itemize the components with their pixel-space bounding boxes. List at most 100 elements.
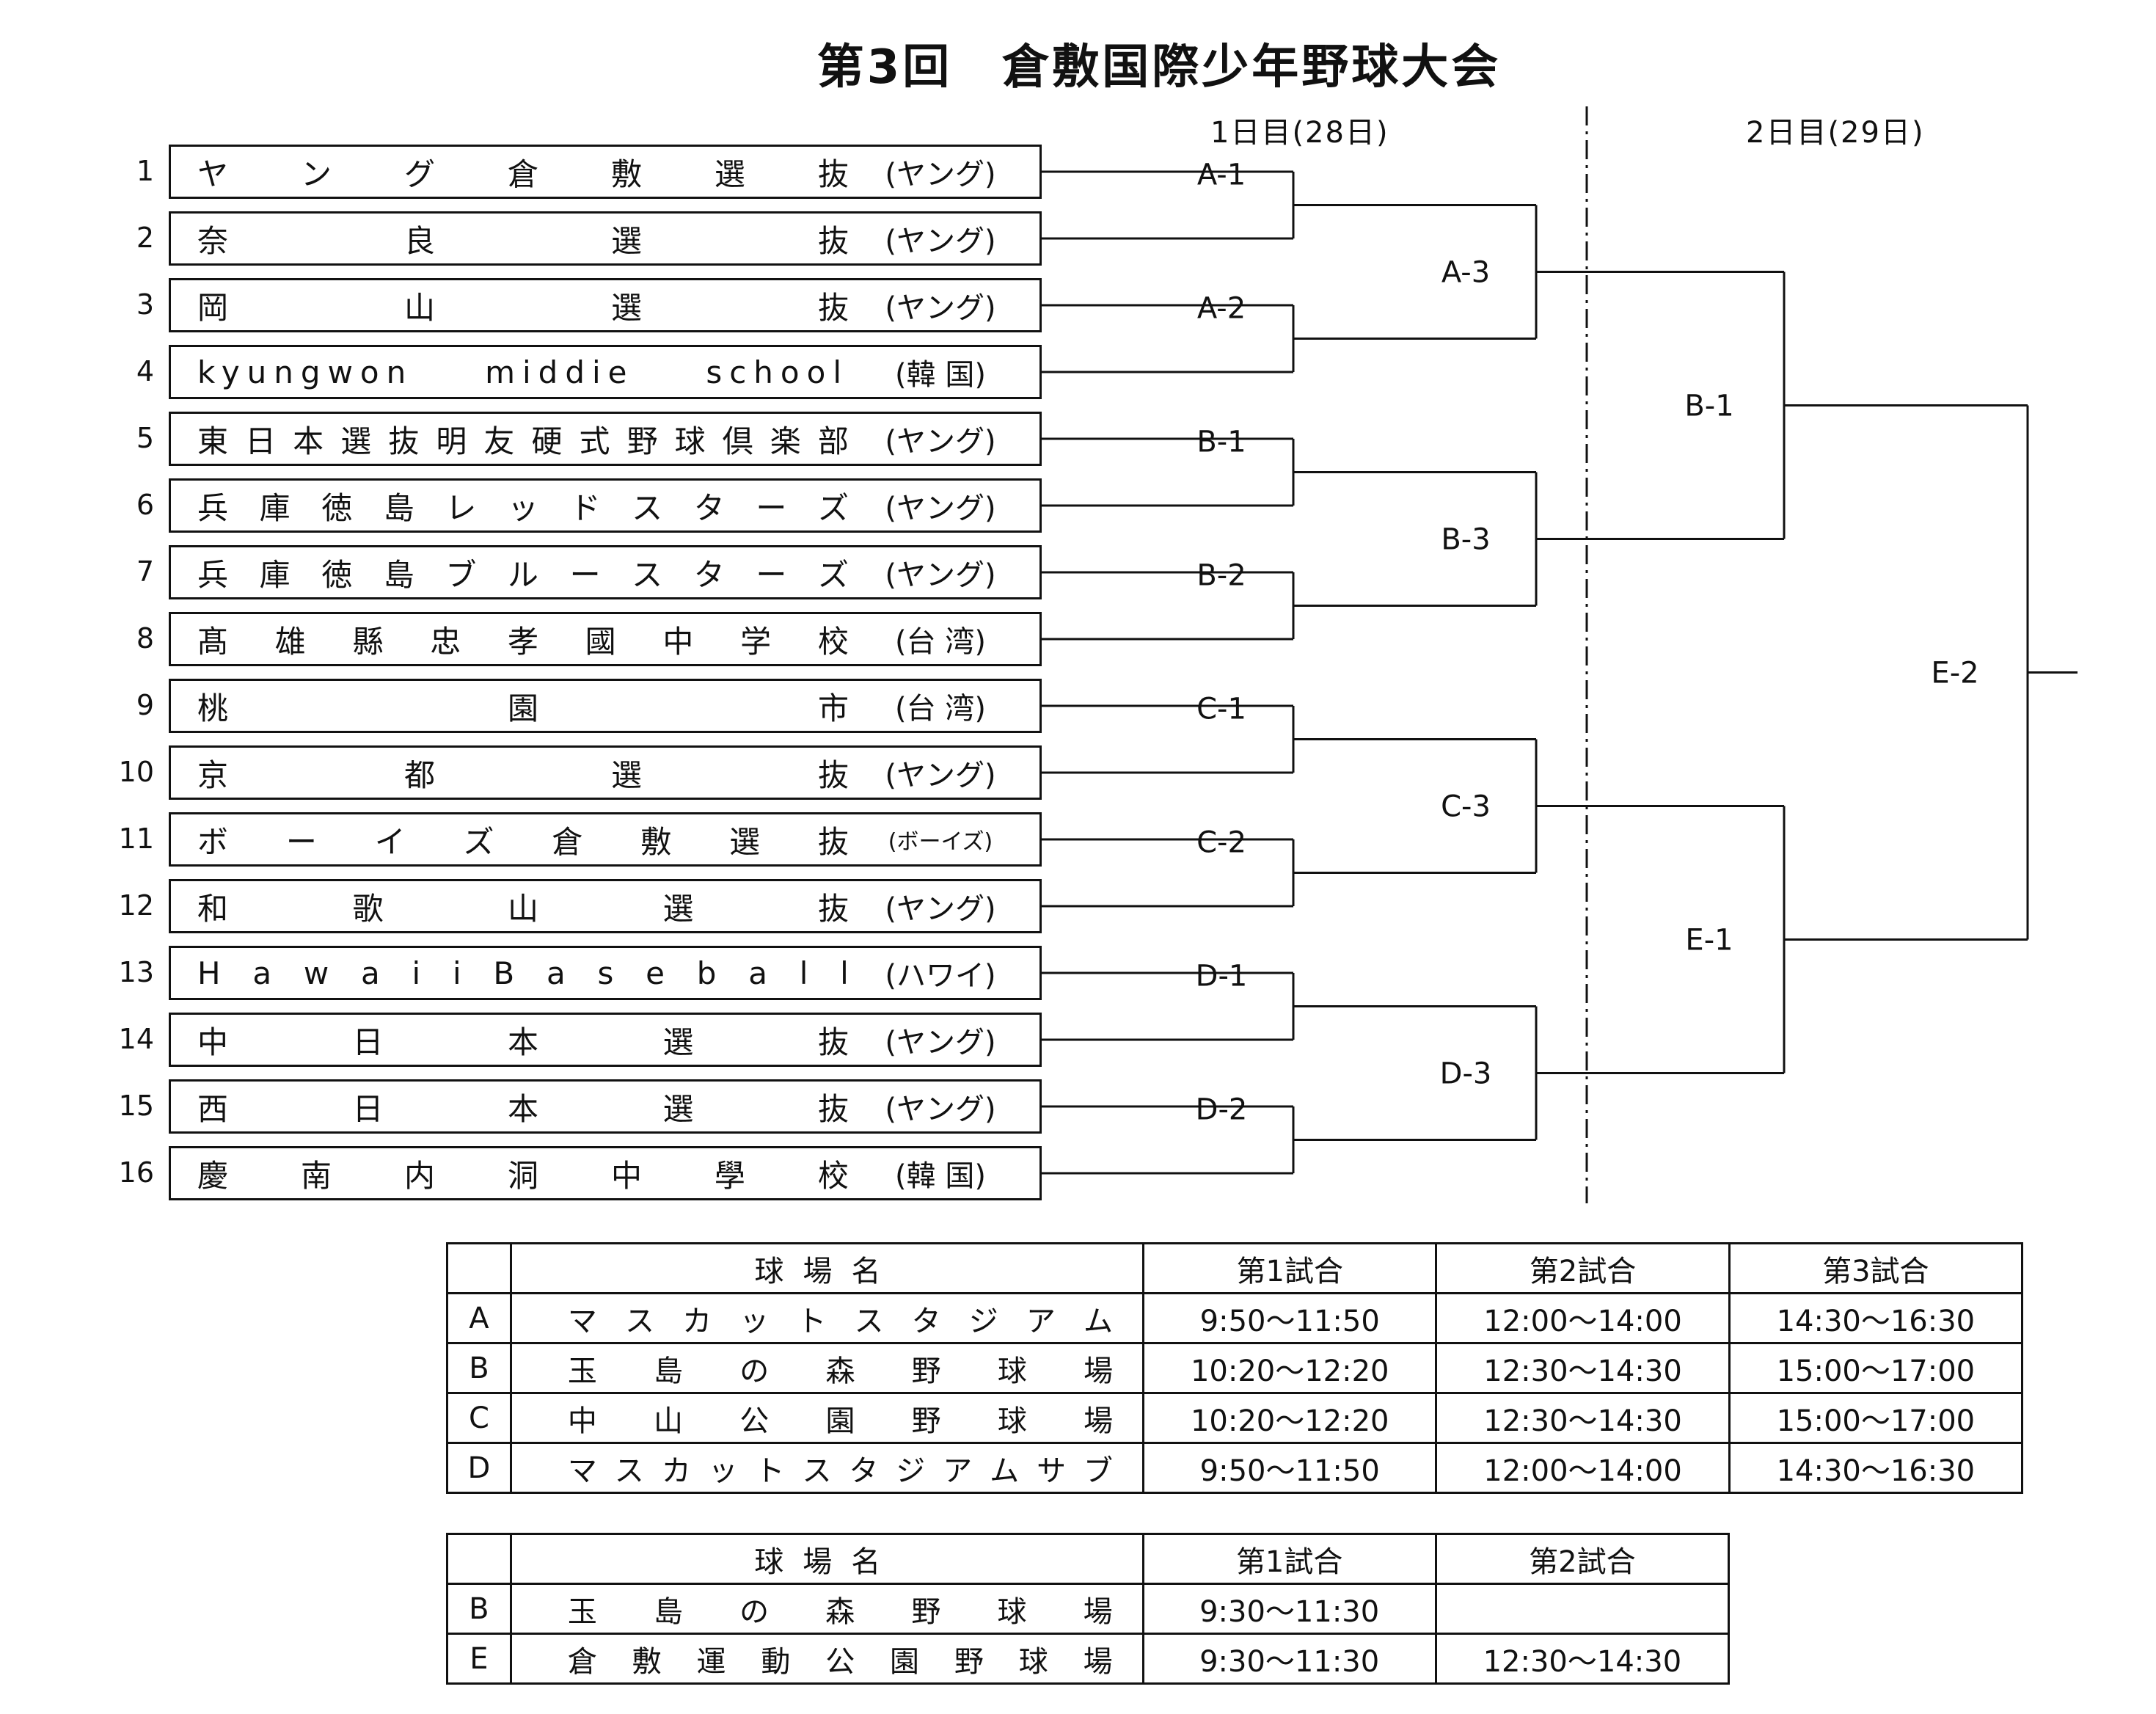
team-name: 東日本選抜明友硬式野球倶楽部 [197,423,849,459]
team-affiliation: (韓 国) [895,1159,986,1193]
game-time: 9:30〜11:30 [1141,1583,1437,1635]
game-label: D-3 [1440,1057,1492,1091]
venue-name: 倉敷運動公園野球場 [509,1633,1144,1685]
game-time: 10:20〜12:20 [1142,1392,1438,1444]
schedule-header-cell: 第2試合 [1434,1533,1731,1585]
team-affiliation: (ヤング) [885,425,996,459]
team-name: 中日本選抜 [197,1024,849,1060]
game-label: B-1 [1196,426,1246,459]
team-seed-number: 8 [136,622,154,654]
venue-header: 球場名 [509,1242,1145,1294]
team-affiliation: (ヤング) [885,759,996,792]
team-entry: 兵庫徳島ブルースターズ (ヤング) [169,545,1042,599]
team-name: 奈良選抜 [197,222,849,259]
team-affiliation: (ボーイズ) [888,829,993,855]
team-entry: 兵庫徳島レッドスターズ (ヤング) [169,478,1042,533]
team-entry: 奈良選抜(ヤング) [169,211,1042,266]
team-name: ボーイズ倉敷選抜 [197,823,849,860]
game-time: 12:00〜14:00 [1435,1442,1731,1494]
venue-code: D [446,1442,512,1494]
game-label: B-1 [1684,390,1733,423]
team-name: 兵庫徳島ブルースターズ [197,556,849,593]
team-entry: 桃園市 (台 湾) [169,679,1042,733]
game-label: C-3 [1441,790,1491,824]
team-name: ヤング倉敷選抜 [197,156,849,192]
game-label: D-1 [1196,960,1248,993]
team-seed-number: 4 [136,355,154,387]
team-entry: 岡山選抜 (ヤング) [169,278,1042,332]
game-time: 10:20〜12:20 [1142,1342,1438,1394]
game-label: B-3 [1441,523,1490,557]
team-seed-number: 12 [118,889,154,922]
venue-code: A [446,1292,512,1344]
team-affiliation: (ヤング) [885,1026,996,1060]
game-time [1434,1583,1731,1635]
game-label: C-2 [1196,826,1246,860]
game-label: A-1 [1197,158,1246,192]
page-title: 第3回 倉敷国際少年野球大会 [816,40,1502,95]
team-name: 髙雄縣忠孝國中学校 [197,623,849,660]
game-time: 14:30〜16:30 [1728,1442,2024,1494]
team-seed-number: 14 [118,1023,154,1055]
team-affiliation: (ハワイ) [885,959,996,993]
venue-name: 中山公園野球場 [509,1392,1145,1444]
schedule-header-cell: 第1試合 [1142,1242,1438,1294]
game-time: 14:30〜16:30 [1728,1292,2024,1344]
game-label: D-2 [1196,1093,1248,1127]
game-time: 12:30〜14:30 [1435,1392,1731,1444]
team-seed-number: 13 [118,956,154,988]
game-time: 12:30〜14:30 [1434,1633,1731,1685]
team-seed-number: 9 [136,689,154,721]
venue-code: B [446,1583,512,1635]
team-seed-number: 16 [118,1156,154,1189]
venue-name: 玉島の森野球場 [509,1583,1144,1635]
game-time: 9:50〜11:50 [1142,1442,1438,1494]
game-label: E-1 [1685,924,1733,958]
game-time: 15:00〜17:00 [1728,1342,2024,1394]
game-time: 9:30〜11:30 [1141,1633,1437,1685]
game-label: A-2 [1197,292,1246,326]
team-seed-number: 10 [118,756,154,788]
team-entry: ボーイズ倉敷選抜 (ボーイズ) [169,812,1042,867]
venue-header: 球場名 [509,1533,1144,1585]
schedule-header-cell [446,1242,512,1294]
team-affiliation: (韓 国) [895,358,986,392]
team-seed-number: 1 [136,155,154,187]
game-time: 15:00〜17:00 [1728,1392,2024,1444]
team-name: 岡山選抜 [197,289,849,326]
tournament-bracket: A-1A-2B-1B-2C-1C-2D-1D-2A-3B-3C-3D-3B-1E… [1042,106,2078,1203]
schedule-header-cell: 第1試合 [1141,1533,1437,1585]
game-label: A-3 [1441,256,1490,290]
team-affiliation: (台 湾) [895,625,986,659]
team-seed-number: 2 [136,222,154,254]
team-entry: 東日本選抜明友硬式野球倶楽部 (ヤング) [169,412,1042,466]
schedule-header-cell: 第2試合 [1435,1242,1731,1294]
game-time: 12:30〜14:30 [1435,1342,1731,1394]
schedule-header-cell: 第3試合 [1728,1242,2024,1294]
team-affiliation: (ヤング) [885,558,996,592]
team-name: 兵庫徳島レッドスターズ [197,489,849,526]
team-affiliation: (台 湾) [895,692,986,726]
team-affiliation: (ヤング) [885,892,996,926]
game-time: 9:50〜11:50 [1142,1292,1438,1344]
game-time: 12:00〜14:00 [1435,1292,1731,1344]
team-name: 桃園市 [197,690,849,726]
team-seed-number: 11 [118,823,154,855]
team-seed-number: 15 [118,1090,154,1122]
team-entry: 京都選抜(ヤング) [169,745,1042,800]
team-seed-number: 5 [136,422,154,454]
venue-code: B [446,1342,512,1394]
team-affiliation: (ヤング) [885,492,996,525]
team-affiliation: (ヤング) [885,291,996,325]
